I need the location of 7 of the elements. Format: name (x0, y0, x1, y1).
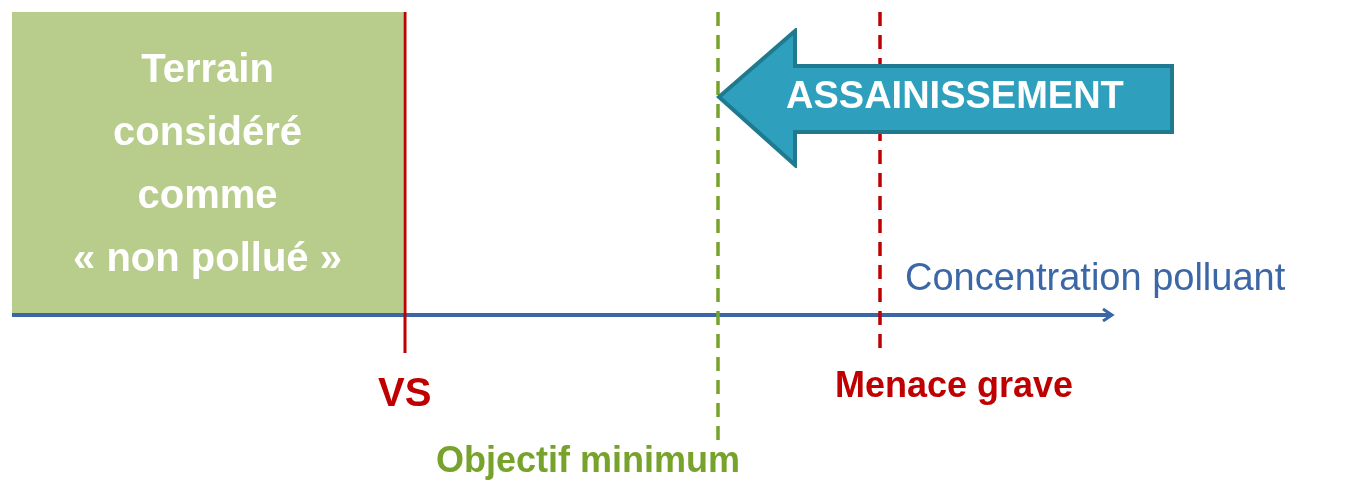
threshold-label: Menace grave (835, 367, 1074, 403)
threshold-label: VS (378, 372, 432, 412)
zone-box (12, 12, 403, 313)
threshold-label: Objectif minimum (436, 442, 741, 478)
zone-text: Terrain considéré comme « non pollué » (72, 44, 343, 281)
arrow-text: ASSAINISSEMENT (786, 76, 1124, 114)
axis-label: Concentration polluant (905, 258, 1286, 296)
